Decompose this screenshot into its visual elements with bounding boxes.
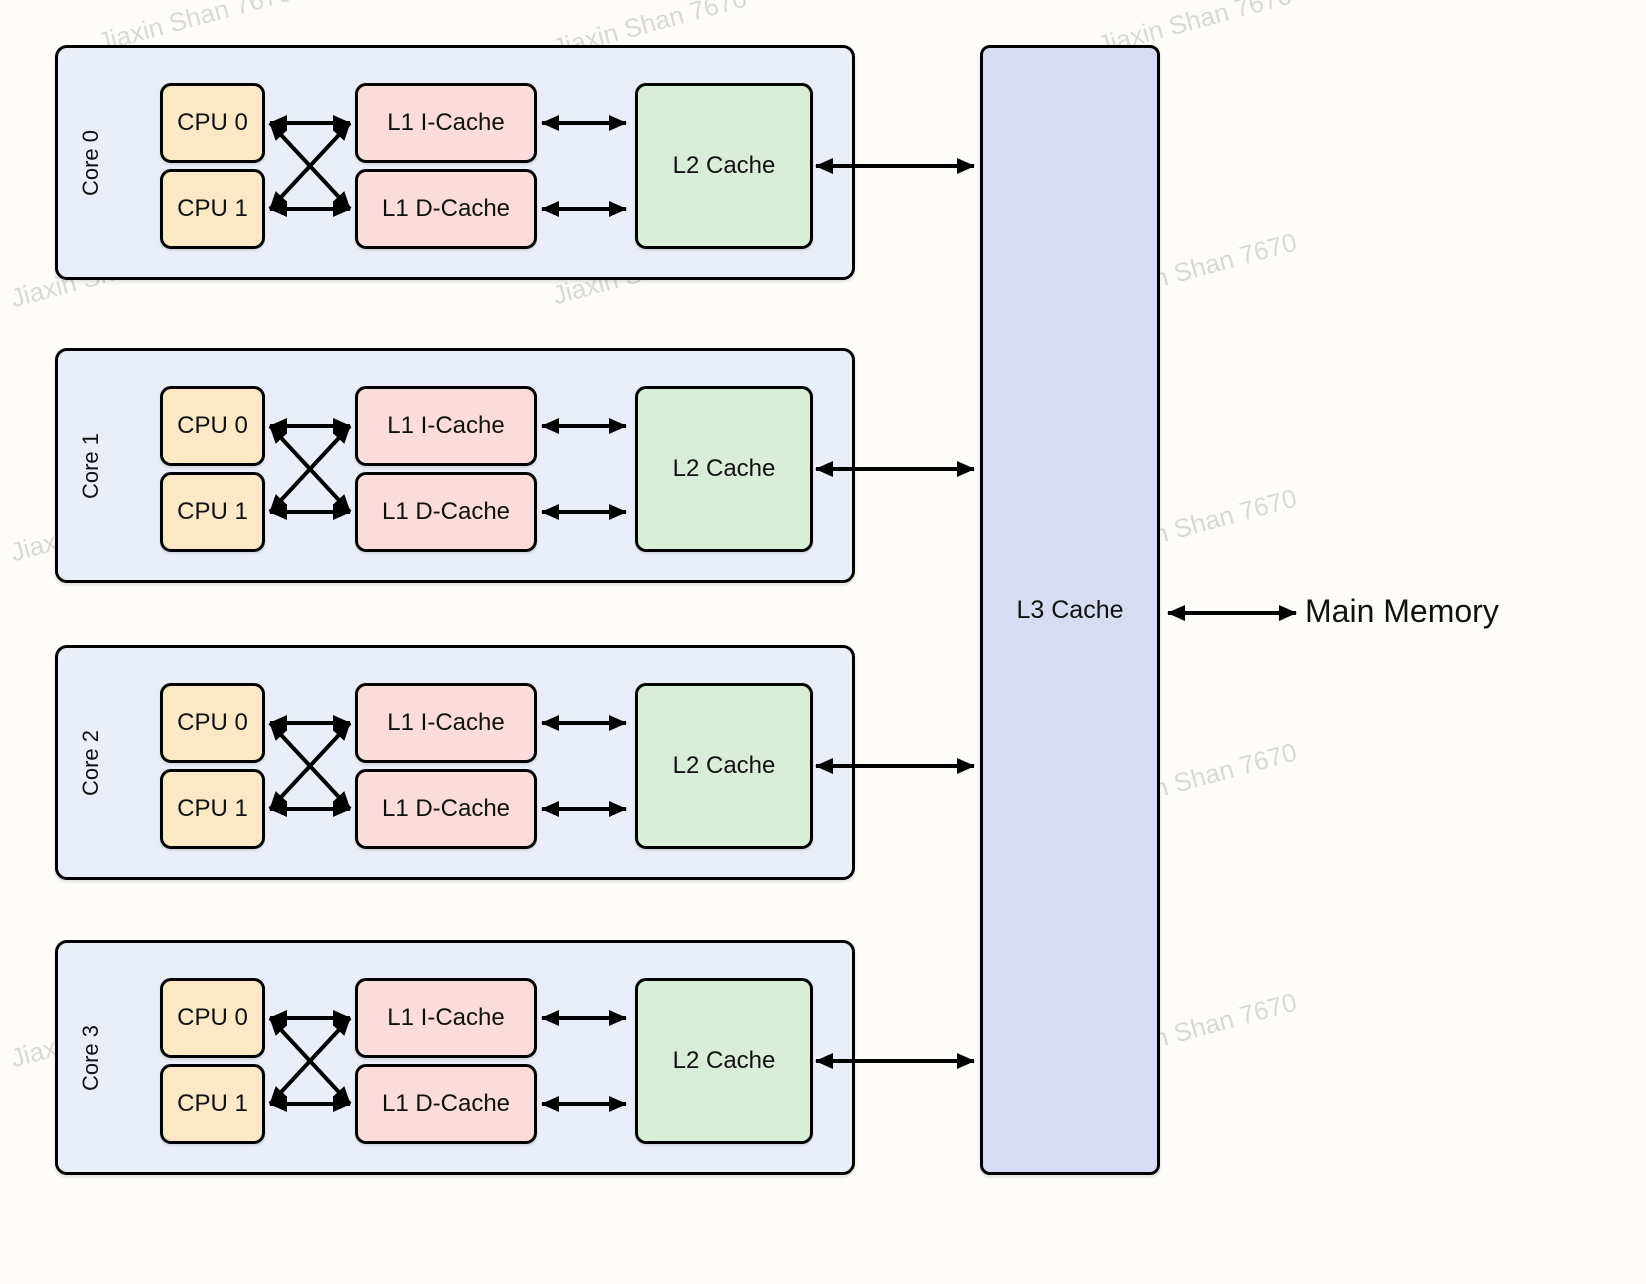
core-3-box: Core 3 CPU 0 CPU 1 L1 I-Cache L1 D-Cache… — [55, 940, 855, 1175]
core-1-label-area: Core 1 — [60, 351, 122, 580]
core-0-l2-cache-box: L2 Cache — [635, 83, 813, 249]
l3-cache-box: L3 Cache — [980, 45, 1160, 1175]
core-1-l1-icache-box: L1 I-Cache — [355, 386, 537, 466]
core-0-l1-icache-box: L1 I-Cache — [355, 83, 537, 163]
core-0-cpu-1-box: CPU 1 — [160, 169, 265, 249]
core-1-l1-dcache-box: L1 D-Cache — [355, 472, 537, 552]
core-3-cpu-1-box: CPU 1 — [160, 1064, 265, 1144]
core-2-label: Core 2 — [78, 729, 104, 796]
core-2-l1-icache-box: L1 I-Cache — [355, 683, 537, 763]
core-3-label: Core 3 — [78, 1024, 104, 1091]
core-2-l1-dcache-box: L1 D-Cache — [355, 769, 537, 849]
core-1-cpu-1-box: CPU 1 — [160, 472, 265, 552]
core-2-box: Core 2 CPU 0 CPU 1 L1 I-Cache L1 D-Cache… — [55, 645, 855, 880]
core-1-l2-cache-box: L2 Cache — [635, 386, 813, 552]
main-memory-label: Main Memory — [1305, 593, 1499, 630]
core-3-cpu-0-box: CPU 0 — [160, 978, 265, 1058]
core-0-label-area: Core 0 — [60, 48, 122, 277]
core-0-box: Core 0 CPU 0 CPU 1 L1 I-Cache L1 D-Cache… — [55, 45, 855, 280]
core-3-l1-icache-box: L1 I-Cache — [355, 978, 537, 1058]
core-3-label-area: Core 3 — [60, 943, 122, 1172]
core-1-box: Core 1 CPU 0 CPU 1 L1 I-Cache L1 D-Cache… — [55, 348, 855, 583]
core-2-cpu-1-box: CPU 1 — [160, 769, 265, 849]
core-3-l1-dcache-box: L1 D-Cache — [355, 1064, 537, 1144]
core-2-label-area: Core 2 — [60, 648, 122, 877]
core-2-l2-cache-box: L2 Cache — [635, 683, 813, 849]
core-0-l1-dcache-box: L1 D-Cache — [355, 169, 537, 249]
core-0-cpu-0-box: CPU 0 — [160, 83, 265, 163]
core-1-cpu-0-box: CPU 0 — [160, 386, 265, 466]
l3-cache-label: L3 Cache — [1016, 595, 1124, 624]
core-2-cpu-0-box: CPU 0 — [160, 683, 265, 763]
core-1-label: Core 1 — [78, 432, 104, 499]
core-3-l2-cache-box: L2 Cache — [635, 978, 813, 1144]
core-0-label: Core 0 — [78, 129, 104, 196]
